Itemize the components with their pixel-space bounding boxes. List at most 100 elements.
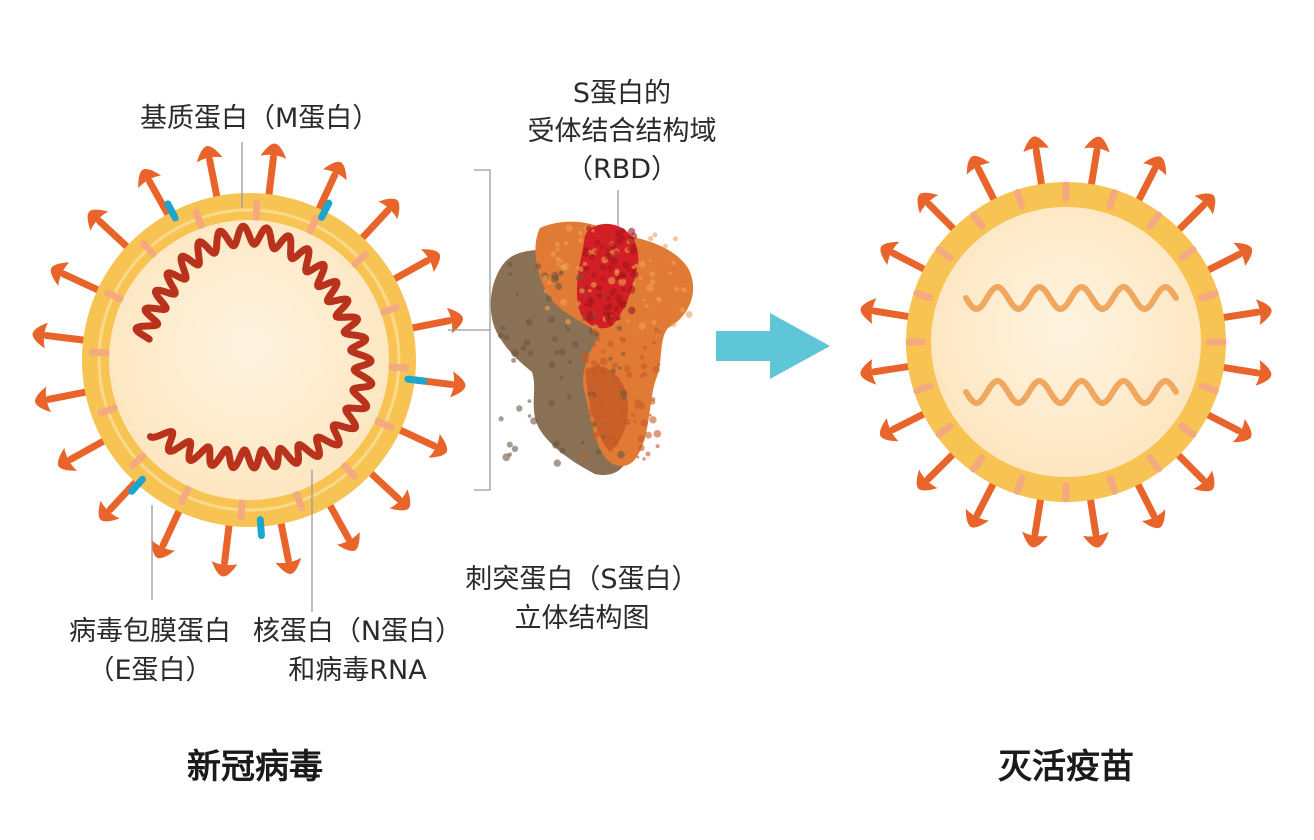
protein-texture-dot bbox=[559, 447, 566, 454]
protein-texture-dot bbox=[617, 271, 626, 280]
spike-stalk bbox=[1199, 250, 1243, 276]
e-protein-label-line1: 病毒包膜蛋白 bbox=[69, 616, 231, 647]
protein-texture-dot bbox=[615, 317, 619, 321]
protein-texture-dot bbox=[640, 363, 648, 370]
inactivated-vaccine-illustration bbox=[860, 136, 1272, 548]
membrane-protein bbox=[351, 251, 369, 268]
protein-texture-dot bbox=[644, 431, 652, 439]
protein-texture-dot bbox=[548, 361, 556, 368]
protein-texture-dot bbox=[622, 261, 630, 269]
membrane-protein bbox=[1146, 211, 1162, 230]
spike-stalk bbox=[974, 165, 1000, 209]
vaccine-spikes bbox=[860, 136, 1272, 548]
protein-texture-dot bbox=[606, 304, 612, 311]
protein-texture-dot bbox=[579, 273, 585, 279]
spike-head bbox=[389, 489, 411, 511]
spike-protein-dark-orange bbox=[585, 366, 629, 452]
protein-texture-dot bbox=[595, 286, 600, 290]
protein-texture-dot bbox=[515, 293, 519, 297]
protein-texture-dot bbox=[636, 455, 640, 459]
protein-texture-dot bbox=[547, 280, 552, 285]
protein-texture-dot bbox=[585, 225, 592, 232]
coronavirus-illustration bbox=[32, 143, 466, 577]
protein-texture-dot bbox=[556, 262, 560, 266]
spike-stalk bbox=[1132, 475, 1158, 519]
e-protein bbox=[318, 199, 333, 221]
membrane-protein bbox=[913, 289, 934, 302]
protein-texture-dot bbox=[590, 423, 594, 428]
vaccine-m-protein-markers bbox=[905, 181, 1227, 503]
protein-texture-dot bbox=[657, 362, 661, 366]
protein-texture-dot bbox=[555, 282, 563, 290]
inactive-rna-strand-1 bbox=[963, 283, 1179, 313]
protein-texture-dot bbox=[511, 445, 519, 452]
membrane-protein bbox=[380, 303, 401, 316]
spike-stalk bbox=[1171, 201, 1208, 237]
spike-stalk bbox=[264, 153, 277, 205]
membrane-protein bbox=[1178, 422, 1197, 438]
spike-stalk bbox=[206, 156, 222, 207]
spike-stalk bbox=[870, 362, 918, 376]
protein-texture-dot bbox=[652, 365, 660, 374]
protein-texture-dot bbox=[629, 247, 637, 255]
membrane-protein bbox=[913, 382, 934, 395]
protein-texture-dot bbox=[544, 305, 551, 311]
protein-texture-dot bbox=[589, 395, 594, 400]
protein-texture-dot bbox=[582, 265, 589, 272]
protein-texture-dot bbox=[592, 343, 597, 348]
protein-texture-dot bbox=[633, 420, 637, 424]
membrane-protein bbox=[1198, 289, 1219, 302]
spike-head bbox=[260, 143, 287, 160]
protein-texture-dot bbox=[588, 253, 596, 260]
protein-texture-dot bbox=[680, 286, 685, 291]
protein-texture-dot bbox=[584, 285, 589, 289]
protein-texture-dot bbox=[594, 374, 599, 379]
protein-texture-dot bbox=[551, 271, 559, 280]
membrane-protein bbox=[140, 240, 157, 258]
protein-texture-dot bbox=[582, 317, 586, 321]
protein-texture-dot bbox=[639, 261, 646, 268]
spike-stalk bbox=[973, 475, 1000, 519]
virus-title: 新冠病毒 bbox=[187, 747, 323, 787]
protein-texture-dot bbox=[527, 350, 534, 356]
spike-stalk bbox=[889, 408, 933, 434]
protein-texture-dot bbox=[599, 264, 606, 271]
protein-texture-dot bbox=[627, 285, 636, 294]
protein-texture-dot bbox=[606, 296, 611, 301]
protein-texture-dot bbox=[563, 240, 569, 246]
protein-texture-dot bbox=[607, 253, 612, 257]
protein-texture-dot bbox=[555, 256, 561, 262]
protein-texture-dot bbox=[653, 327, 659, 333]
protein-texture-dot bbox=[591, 367, 597, 373]
spike-head bbox=[917, 192, 939, 214]
spike-head bbox=[151, 539, 175, 559]
membrane-protein bbox=[1106, 474, 1119, 495]
protein-texture-dot bbox=[617, 384, 623, 390]
protein-texture-dot bbox=[511, 349, 519, 358]
protein-texture-dot bbox=[596, 293, 600, 297]
protein-texture-dot bbox=[564, 324, 568, 328]
spike-stalk bbox=[362, 465, 402, 503]
spike-head bbox=[336, 531, 360, 552]
protein-texture-dot bbox=[548, 399, 555, 407]
protein-texture-dot bbox=[642, 457, 646, 461]
protein-texture-dot bbox=[599, 400, 605, 407]
protein-texture-dot bbox=[623, 364, 631, 372]
protein-texture-dot bbox=[618, 366, 622, 370]
protein-texture-dot bbox=[559, 376, 564, 380]
protein-texture-dot bbox=[616, 325, 623, 331]
protein-texture-dot bbox=[618, 278, 627, 286]
protein-texture-dot bbox=[595, 449, 602, 455]
e-protein bbox=[404, 375, 428, 385]
vaccine-title: 灭活疫苗 bbox=[998, 747, 1134, 787]
protein-texture-dot bbox=[591, 229, 595, 233]
protein-texture-dot bbox=[626, 371, 633, 378]
e-protein-markers bbox=[128, 199, 428, 540]
spike-head bbox=[196, 146, 223, 163]
protein-texture-dot bbox=[619, 336, 623, 341]
membrane-protein bbox=[935, 246, 954, 262]
protein-texture-dot bbox=[516, 405, 523, 412]
spike-stalk bbox=[1031, 490, 1045, 538]
protein-texture-dot bbox=[608, 412, 615, 419]
